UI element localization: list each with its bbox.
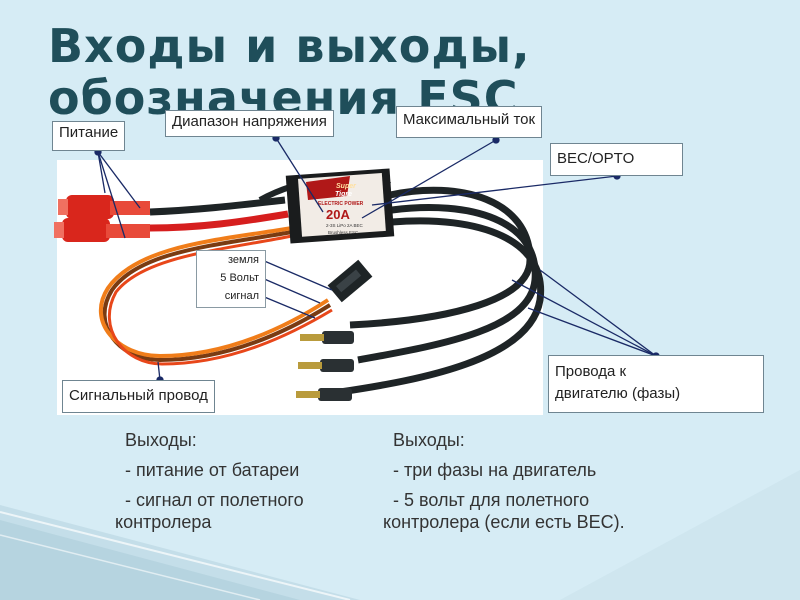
title-line-1: Входы и выходы, xyxy=(48,19,531,73)
right-column: Выходы: - три фазы на двигатель - 5 воль… xyxy=(383,425,713,533)
pointer-lines xyxy=(94,134,660,384)
right-item-1-text: - три фазы на двигатель xyxy=(393,460,597,480)
esc-type: Brushless ESC xyxy=(328,230,359,235)
left-item-1-text: - питание от батареи xyxy=(125,460,300,480)
esc-rating: 20A xyxy=(326,207,350,222)
esc-brand-top: Super xyxy=(336,183,357,190)
left-heading: Выходы: xyxy=(125,430,197,450)
right-item-2-text: - 5 вольт для полетного xyxy=(393,490,590,510)
callout-max-current-text: Максимальный ток xyxy=(403,111,536,128)
esc-series: ELECTRIC POWER xyxy=(318,201,364,207)
callout-power-text: Питание xyxy=(59,124,119,141)
callout-power: Питание xyxy=(52,121,126,151)
callout-signal-wire-text: Сигнальный провод xyxy=(69,387,208,404)
right-item-2: - 5 вольт для полетного xyxy=(383,485,713,515)
pin-signal-label: сигнал xyxy=(224,290,259,302)
servo-pin-labels: земля 5 Вольт сигнал xyxy=(196,250,266,308)
callout-max-current: Максимальный ток xyxy=(396,106,543,138)
callout-motor-wires: Провода к двигателю (фазы) xyxy=(548,355,764,413)
callout-voltage-range-text: Диапазон напряжения xyxy=(172,113,327,130)
callout-signal-wire: Сигнальный провод xyxy=(62,380,215,413)
pin-ground-label: земля xyxy=(228,254,259,266)
esc-body xyxy=(285,168,395,244)
callout-bec-opto-text: BEC/OPTO xyxy=(557,150,635,167)
left-column: Выходы: - питание от батареи - сигнал от… xyxy=(115,425,375,533)
pin-5v-label: 5 Вольт xyxy=(220,272,259,284)
left-item-2-continuation: контролера xyxy=(115,512,212,532)
power-connectors xyxy=(54,195,150,242)
esc-spec: 2-3S LiPo 2A BEC xyxy=(326,223,364,228)
right-item-1: - три фазы на двигатель xyxy=(383,455,713,485)
callout-bec-opto: BEC/OPTO xyxy=(550,143,683,176)
callout-motor-wires-line1: Провода к xyxy=(555,363,627,380)
callout-motor-wires-line2: двигателю (фазы) xyxy=(555,385,681,402)
callout-voltage-range: Диапазон напряжения xyxy=(165,110,334,137)
left-item-1: - питание от батареи xyxy=(115,455,375,485)
servo-connector xyxy=(327,259,373,303)
left-item-2: - сигнал от полетного xyxy=(115,485,375,515)
right-item-2-continuation: контролера (если есть BEC). xyxy=(383,512,625,532)
motor-bullet-connectors xyxy=(296,331,354,401)
right-heading: Выходы: xyxy=(393,430,465,450)
esc-brand: Tigre xyxy=(335,191,352,198)
left-item-2-text: - сигнал от полетного xyxy=(125,490,304,510)
